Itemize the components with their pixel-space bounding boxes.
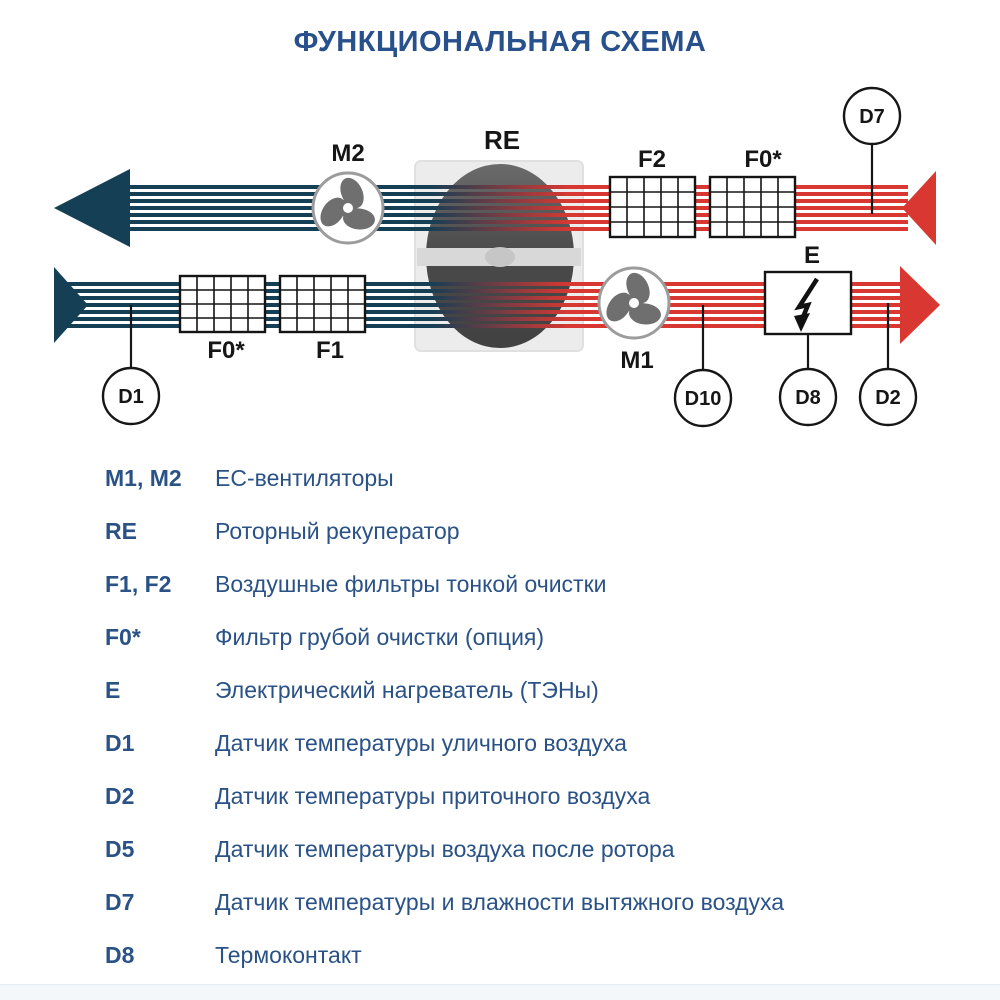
legend-desc: Термоконтакт (215, 942, 362, 968)
legend-desc: Воздушные фильтры тонкой очистки (215, 571, 607, 597)
filter-grid-f2 (608, 175, 697, 239)
legend-desc: Датчик температуры и влажности вытяжного… (215, 889, 785, 915)
sensor-d8-label: D8 (795, 387, 821, 409)
label-e: E (804, 242, 820, 269)
legend-desc: Фильтр грубой очистки (опция) (215, 624, 545, 650)
legend-key: D2 (105, 783, 135, 809)
legend-key: RE (105, 518, 137, 544)
legend-key: D7 (105, 889, 135, 915)
supply-outlet-arrow (900, 266, 940, 344)
legend-key: D8 (105, 942, 135, 968)
sensor-d10: D10 (673, 368, 733, 428)
legend-desc: EC-вентиляторы (215, 465, 394, 491)
fan-m2 (311, 171, 385, 245)
sensor-d1-label: D1 (118, 386, 144, 408)
legend-desc: Датчик температуры приточного воздуха (215, 783, 651, 809)
fan-blades-icon (320, 177, 375, 230)
legend-key: F1, F2 (105, 571, 172, 597)
legend-row: RE Роторный рекуператор (105, 505, 784, 558)
filter-grid-f0-bottom (178, 274, 267, 334)
legend-row: M1, M2 EC-вентиляторы (105, 452, 784, 505)
fan-m1 (597, 266, 671, 340)
exhaust-flow-stripes (124, 185, 908, 231)
page-title: ФУНКЦИОНАЛЬНАЯ СХЕМА (293, 26, 707, 58)
label-m1: M1 (620, 347, 653, 374)
fan-blades-icon (606, 272, 661, 325)
heater-e (763, 270, 853, 336)
sensor-d7: D7 (842, 86, 902, 146)
filter-grid-f0-top (708, 175, 797, 239)
label-m2: M2 (331, 140, 364, 167)
functional-diagram: M2 RE F2 F0* E M1 F0* F1 D7 D1 D10 D8 D2 (54, 86, 940, 428)
label-f0-top: F0* (744, 146, 782, 173)
rotor-hub (485, 247, 515, 267)
legend-row: F0* Фильтр грубой очистки (опция) (105, 611, 784, 664)
legend-row: D2 Датчик температуры приточного воздуха (105, 770, 784, 823)
label-f0-bottom: F0* (207, 337, 245, 364)
sensor-d8: D8 (778, 367, 838, 427)
rotary-recuperator (414, 160, 584, 352)
legend-row: E Электрический нагреватель (ТЭНы) (105, 664, 784, 717)
lightning-icon (794, 277, 819, 332)
sensor-d2: D2 (858, 367, 918, 427)
label-re: RE (484, 125, 520, 155)
legend-desc: Датчик температуры воздуха после ротора (215, 836, 675, 862)
supply-flow-stripes (66, 282, 906, 328)
label-f1: F1 (316, 337, 344, 364)
filter-grid-f1 (278, 274, 367, 334)
legend-desc: Роторный рекуператор (215, 518, 460, 544)
legend: M1, M2 EC-вентиляторы RE Роторный рекупе… (105, 452, 784, 982)
legend-key: D5 (105, 836, 135, 862)
sensor-connectors (129, 144, 890, 370)
legend-key: D1 (105, 730, 135, 756)
sensor-d1: D1 (101, 366, 161, 426)
legend-key: M1, M2 (105, 465, 182, 491)
exhaust-outlet-arrow (54, 169, 130, 247)
legend-row: D8 Термоконтакт (105, 929, 784, 982)
legend-desc: Датчик температуры уличного воздуха (215, 730, 627, 756)
exhaust-inlet-arrow (902, 171, 936, 245)
sensor-d2-label: D2 (875, 387, 901, 409)
legend-row: D7 Датчик температуры и влажности вытяжн… (105, 876, 784, 929)
legend-row: D5 Датчик температуры воздуха после рото… (105, 823, 784, 876)
legend-row: F1, F2 Воздушные фильтры тонкой очистки (105, 558, 784, 611)
legend-row: D1 Датчик температуры уличного воздуха (105, 717, 784, 770)
bottom-edge-strip (0, 984, 1000, 1000)
supply-inlet-arrow (54, 267, 88, 343)
legend-key: F0* (105, 624, 141, 650)
legend-key: E (105, 677, 121, 703)
sensor-d7-label: D7 (859, 106, 885, 128)
legend-desc: Электрический нагреватель (ТЭНы) (215, 677, 599, 703)
label-f2: F2 (638, 146, 666, 173)
sensor-d10-label: D10 (685, 388, 722, 410)
